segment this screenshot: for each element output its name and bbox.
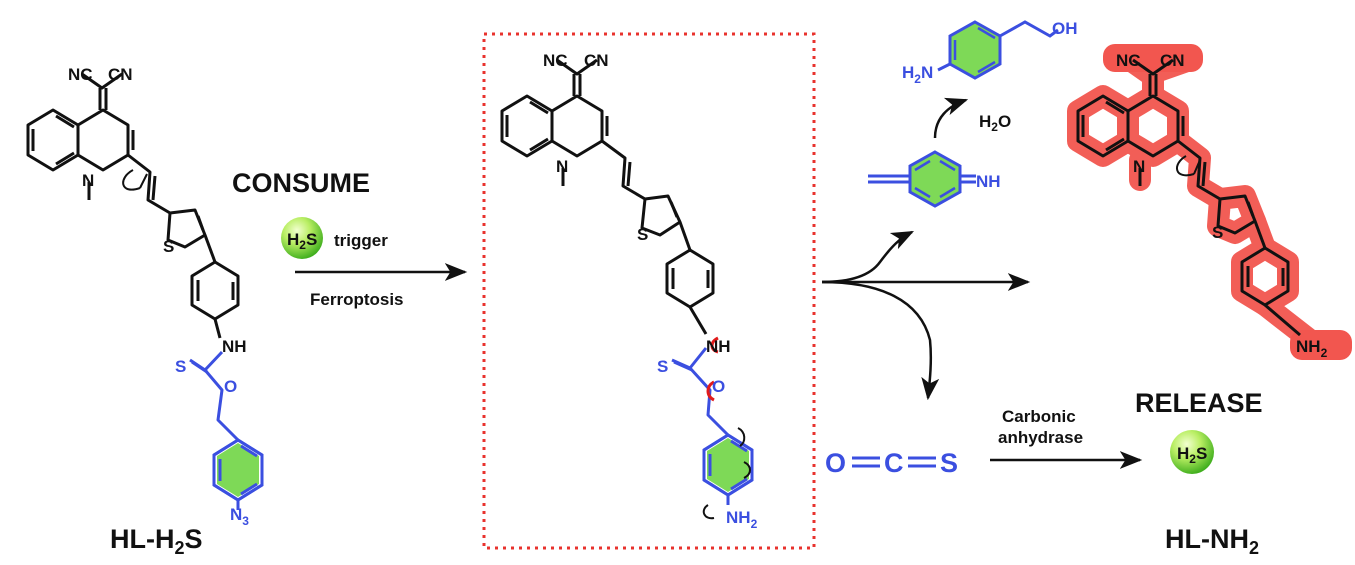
atom-nc-mid: NC [543, 51, 568, 70]
carbonic-label-2: anhydrase [998, 428, 1083, 447]
atom-nh2-mid: NH2 [726, 508, 758, 531]
arrow-to-cos [821, 280, 940, 401]
push-arrow [702, 504, 715, 520]
atom-nc-right: NC [1116, 51, 1141, 70]
arrow-to-quinone-imine [821, 230, 915, 284]
atom-s-thiophene-left: S [163, 237, 174, 256]
intermediate-box [482, 32, 816, 550]
h2s-badge-release: H2S [1170, 430, 1214, 474]
h2s-badge-consume: H2S [281, 217, 323, 259]
atom-s-thione-left: S [175, 357, 186, 376]
consume-label: CONSUME [232, 168, 370, 198]
product-hl-nh2 [1076, 58, 1301, 337]
atom-n-left: N [82, 171, 94, 190]
atom-cos-o: O [825, 448, 846, 478]
carbonic-label-1: Carbonic [1002, 407, 1076, 426]
probe-hl-h2s [26, 72, 240, 339]
atom-s-thione-mid: S [657, 357, 668, 376]
atom-n3-left: N3 [230, 505, 249, 528]
atom-oh: OH [1052, 19, 1078, 38]
hydrolysis-arrow [933, 97, 969, 139]
atom-s-thiophene-mid: S [637, 225, 648, 244]
release-label: RELEASE [1135, 388, 1263, 418]
probe-benzyl-ring [217, 443, 259, 497]
atom-o-left: O [224, 377, 237, 396]
intermediate-benzyl-ring [707, 438, 749, 492]
atom-n-right: N [1133, 157, 1145, 176]
atom-n-mid: N [556, 157, 568, 176]
atom-nc-left: NC [68, 65, 93, 84]
atom-cn-left: CN [108, 65, 133, 84]
push-arrow [737, 427, 746, 447]
product-dicyano-highlight [1103, 44, 1203, 72]
atom-nh2-right: NH2 [1296, 337, 1328, 360]
atom-h2n: H2N [902, 63, 933, 86]
svg-text:H2S: H2S [287, 230, 317, 252]
ferroptosis-label: Ferroptosis [310, 290, 404, 309]
carbonyl-sulfide: O C S [825, 448, 958, 478]
aminobenzyl-alcohol: OH H2N [902, 19, 1078, 86]
atom-s-thiophene-right: S [1212, 223, 1223, 242]
atom-nh-left: NH [222, 337, 247, 356]
atom-nh-mid: NH [706, 337, 731, 356]
quinone-methide-imine: NH [868, 150, 1001, 208]
intermediate-structure [500, 58, 715, 335]
product-nh2-highlight [1290, 330, 1352, 360]
atom-cn-mid: CN [584, 51, 609, 70]
product-name: HL-NH2 [1165, 524, 1259, 558]
push-arrow [743, 461, 751, 479]
atom-cos-c: C [884, 448, 904, 478]
water-label: H2O [979, 112, 1011, 134]
atom-imine-nh: NH [976, 172, 1001, 191]
red-curl-arrow [706, 380, 715, 402]
trigger-label: trigger [334, 231, 388, 250]
atom-cos-s: S [940, 448, 958, 478]
atom-o-mid: O [712, 377, 725, 396]
probe-name: HL-H2S [110, 524, 203, 558]
svg-text:H2S: H2S [1177, 444, 1207, 466]
red-curl-arrow [710, 336, 719, 354]
rotation-arrow [122, 169, 148, 191]
atom-cn-right: CN [1160, 51, 1185, 70]
rotation-arrow [1176, 155, 1201, 177]
